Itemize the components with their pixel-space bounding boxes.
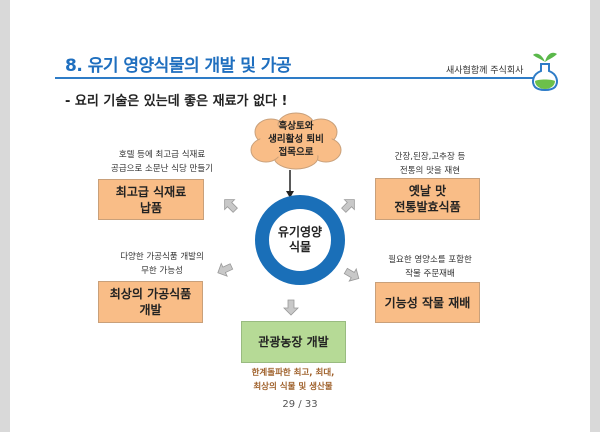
note-line: 다양한 가공식품 개발의 xyxy=(120,252,204,262)
note-line: 무한 가능성 xyxy=(141,266,183,276)
page-number: 29 / 33 xyxy=(282,399,318,410)
box-line: 납품 xyxy=(139,200,163,215)
cloud-shape xyxy=(250,112,342,170)
note-line: 한계돌파한 최고, 최대, xyxy=(251,368,335,378)
note-line: 호텔 등에 최고급 식재료 xyxy=(118,150,206,160)
box-line: 전통발효식품 xyxy=(394,200,461,214)
down-arrow-icon xyxy=(286,170,294,198)
box-line: 개발 xyxy=(139,303,162,317)
slide-title: 8. 유기 영양식물의 개발 및 가공 xyxy=(65,56,292,76)
cloud-line: 생리활성 퇴비 xyxy=(268,134,324,145)
box-functional-crops: 기능성 작물 재배 xyxy=(375,282,480,323)
arrow-down-right-icon xyxy=(343,267,360,282)
note-line: 공급으로 소문난 식당 만들기 xyxy=(111,164,213,174)
note-line: 필요한 영양소를 포함한 xyxy=(388,255,472,265)
company-name: 새사협함께 주식회사 xyxy=(446,66,524,76)
box-line: 관광농장 개발 xyxy=(258,335,329,349)
box-line: 옛날 맛 xyxy=(408,184,447,198)
flask-sprout-logo-icon xyxy=(532,52,558,91)
box-tourism-farm: 관광농장 개발 xyxy=(241,321,346,363)
cloud-line: 접목으로 xyxy=(278,147,314,158)
box-line: 기능성 작물 재배 xyxy=(384,295,471,310)
arrow-up-right-icon xyxy=(341,199,355,213)
cloud-line: 흑상토와 xyxy=(278,121,314,132)
box-line: 최고급 식재료 xyxy=(115,184,187,199)
cloud-text: 흑상토와 생리활성 퇴비 접목으로 xyxy=(251,120,341,159)
ring-line: 유기영양 xyxy=(277,225,323,239)
box-line: 최상의 가공식품 xyxy=(109,287,192,301)
note-bottom: 한계돌파한 최고, 최대, 최상의 식물 및 생산물 xyxy=(223,366,363,394)
slide: 8. 유기 영양식물의 개발 및 가공 새사협함께 주식회사 - 요리 기술은 … xyxy=(10,0,590,432)
arrow-up-left-icon xyxy=(224,199,238,213)
ring-line: 식물 xyxy=(288,240,312,254)
note-line: 최상의 식물 및 생산물 xyxy=(253,382,333,392)
arrow-down-icon xyxy=(283,299,299,316)
slide-subtitle: - 요리 기술은 있는데 좋은 재료가 없다 ! xyxy=(65,94,288,109)
note-line: 전통의 맛을 재현 xyxy=(399,166,461,176)
note-line: 작물 주문재배 xyxy=(405,269,455,279)
note-line: 간장,된장,고추장 등 xyxy=(394,152,466,162)
title-underline xyxy=(55,77,535,79)
